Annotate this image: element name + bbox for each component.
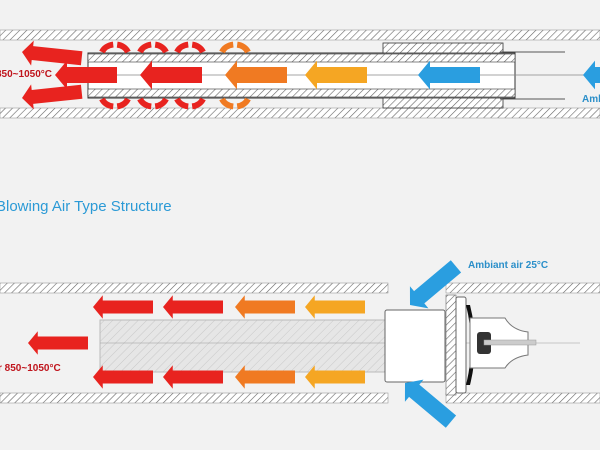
pipe-wall-bottom [0,107,600,119]
lead-wire [483,339,537,346]
tube-wall-upper [87,53,516,63]
airflow-arrow [93,295,153,319]
flange-seat [445,294,457,396]
bottom-heater-structure [0,282,600,404]
heater-body [384,309,446,383]
airflow-arrow [22,40,83,66]
section-title: Blowing Air Type Structure [0,198,172,215]
airflow-arrow [55,60,117,90]
top-outlet-temperature: 850~1050°C [0,69,52,80]
airflow-arrow [583,60,600,90]
airflow-arrow [418,60,480,90]
heat-arc [137,97,169,110]
heat-arc [99,97,131,110]
heat-arc [174,41,206,54]
pipe-wall-top-left [0,282,389,294]
airflow-arrow [22,84,83,110]
tube-wall-lower [87,88,516,98]
airflow-arrow [163,365,223,389]
pipe-wall-top [0,29,600,41]
heat-arc [174,97,206,110]
fitting-lower [382,97,504,109]
pipe-wall-bottom-left [0,392,389,404]
heat-arc [219,41,251,54]
heat-radiation-arcs [99,41,251,110]
airflow-arrow [404,379,457,428]
heat-arc [99,41,131,54]
airflow-arrow [225,60,287,90]
top-inlet-label: Amb [582,94,600,105]
airflow-arrow [93,365,153,389]
bottom-outlet-temperature: r 850~1050°C [0,363,61,374]
heating-rod [99,319,389,373]
airflow-arrows [22,40,600,428]
heat-arc [219,97,251,110]
airflow-arrow [305,295,365,319]
flange [455,296,467,394]
airflow-arrow [305,365,365,389]
airflow-arrow [305,60,367,90]
airflow-arrow [235,295,295,319]
ambient-air-label: Ambiant air 25°C [468,260,549,271]
airflow-arrow [28,331,88,355]
pipe-wall-top-right [445,282,600,294]
fitting-upper [382,42,504,54]
airflow-arrow [163,295,223,319]
airflow-arrow [140,60,202,90]
heat-arc [137,41,169,54]
pipe-wall-bottom-right [445,392,600,404]
airflow-arrow [235,365,295,389]
airflow-arrow [409,260,462,309]
